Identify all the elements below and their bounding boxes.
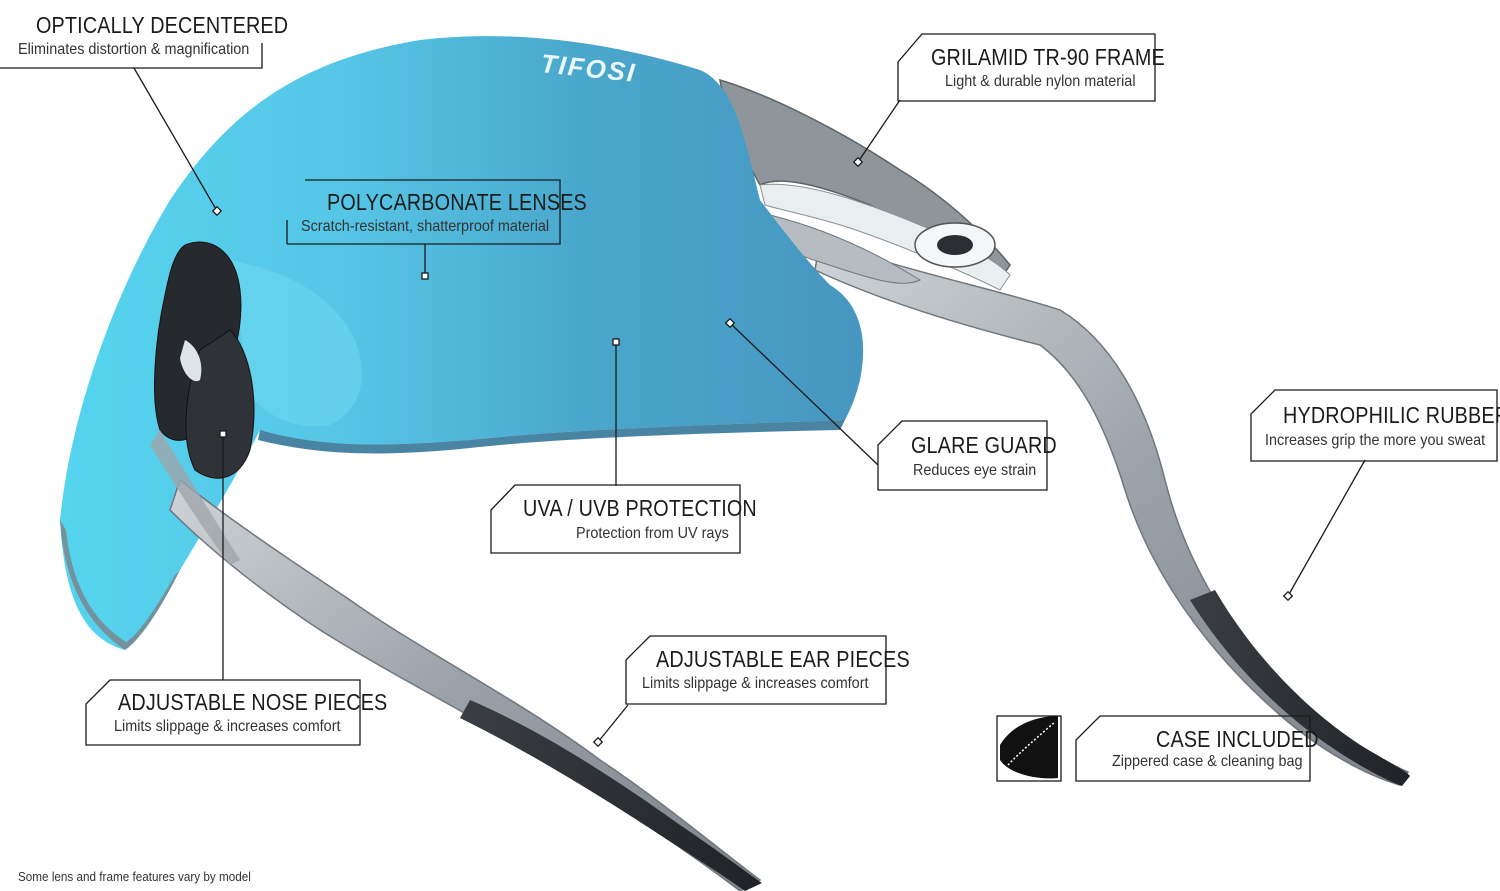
lens: TIFOSI (60, 36, 864, 650)
callout-title: UVA / UVB PROTECTION (523, 495, 757, 521)
footnote: Some lens and frame features vary by mod… (18, 869, 251, 884)
left-temple-arm (169, 478, 762, 891)
nose-pad-assembly (150, 241, 255, 565)
callout-subtitle: Light & durable nylon material (945, 73, 1136, 90)
frame-top (719, 78, 1011, 291)
leader-markers (211, 156, 1294, 748)
callout-title: GRILAMID TR-90 FRAME (931, 44, 1165, 70)
callout-subtitle: Scratch-resistant, shatterproof material (301, 218, 550, 235)
right-temple-arm (814, 238, 1410, 786)
case-icon (996, 715, 1062, 782)
callout-subtitle: Limits slippage & increases comfort (642, 675, 869, 692)
callout-subtitle: Protection from UV rays (576, 525, 729, 542)
callout-subtitle: Eliminates distortion & magnification (18, 41, 250, 58)
callout-subtitle: Reduces eye strain (913, 462, 1037, 479)
callout-subtitle: Limits slippage & increases comfort (114, 718, 341, 735)
callout-title: HYDROPHILIC RUBBER (1283, 402, 1500, 428)
callout-title: GLARE GUARD (911, 432, 1057, 458)
callout-title: CASE INCLUDED (1156, 726, 1319, 752)
callout-title: ADJUSTABLE NOSE PIECES (118, 689, 388, 715)
callout-frames (0, 33, 1498, 782)
callout-title: OPTICALLY DECENTERED (36, 12, 289, 38)
callout-subtitle: Increases grip the more you sweat (1265, 432, 1486, 449)
callout-title: ADJUSTABLE EAR PIECES (656, 646, 910, 672)
callout-title: POLYCARBONATE LENSES (327, 189, 587, 215)
leader-lines (133, 67, 1366, 743)
callout-subtitle: Zippered case & cleaning bag (1112, 753, 1303, 770)
